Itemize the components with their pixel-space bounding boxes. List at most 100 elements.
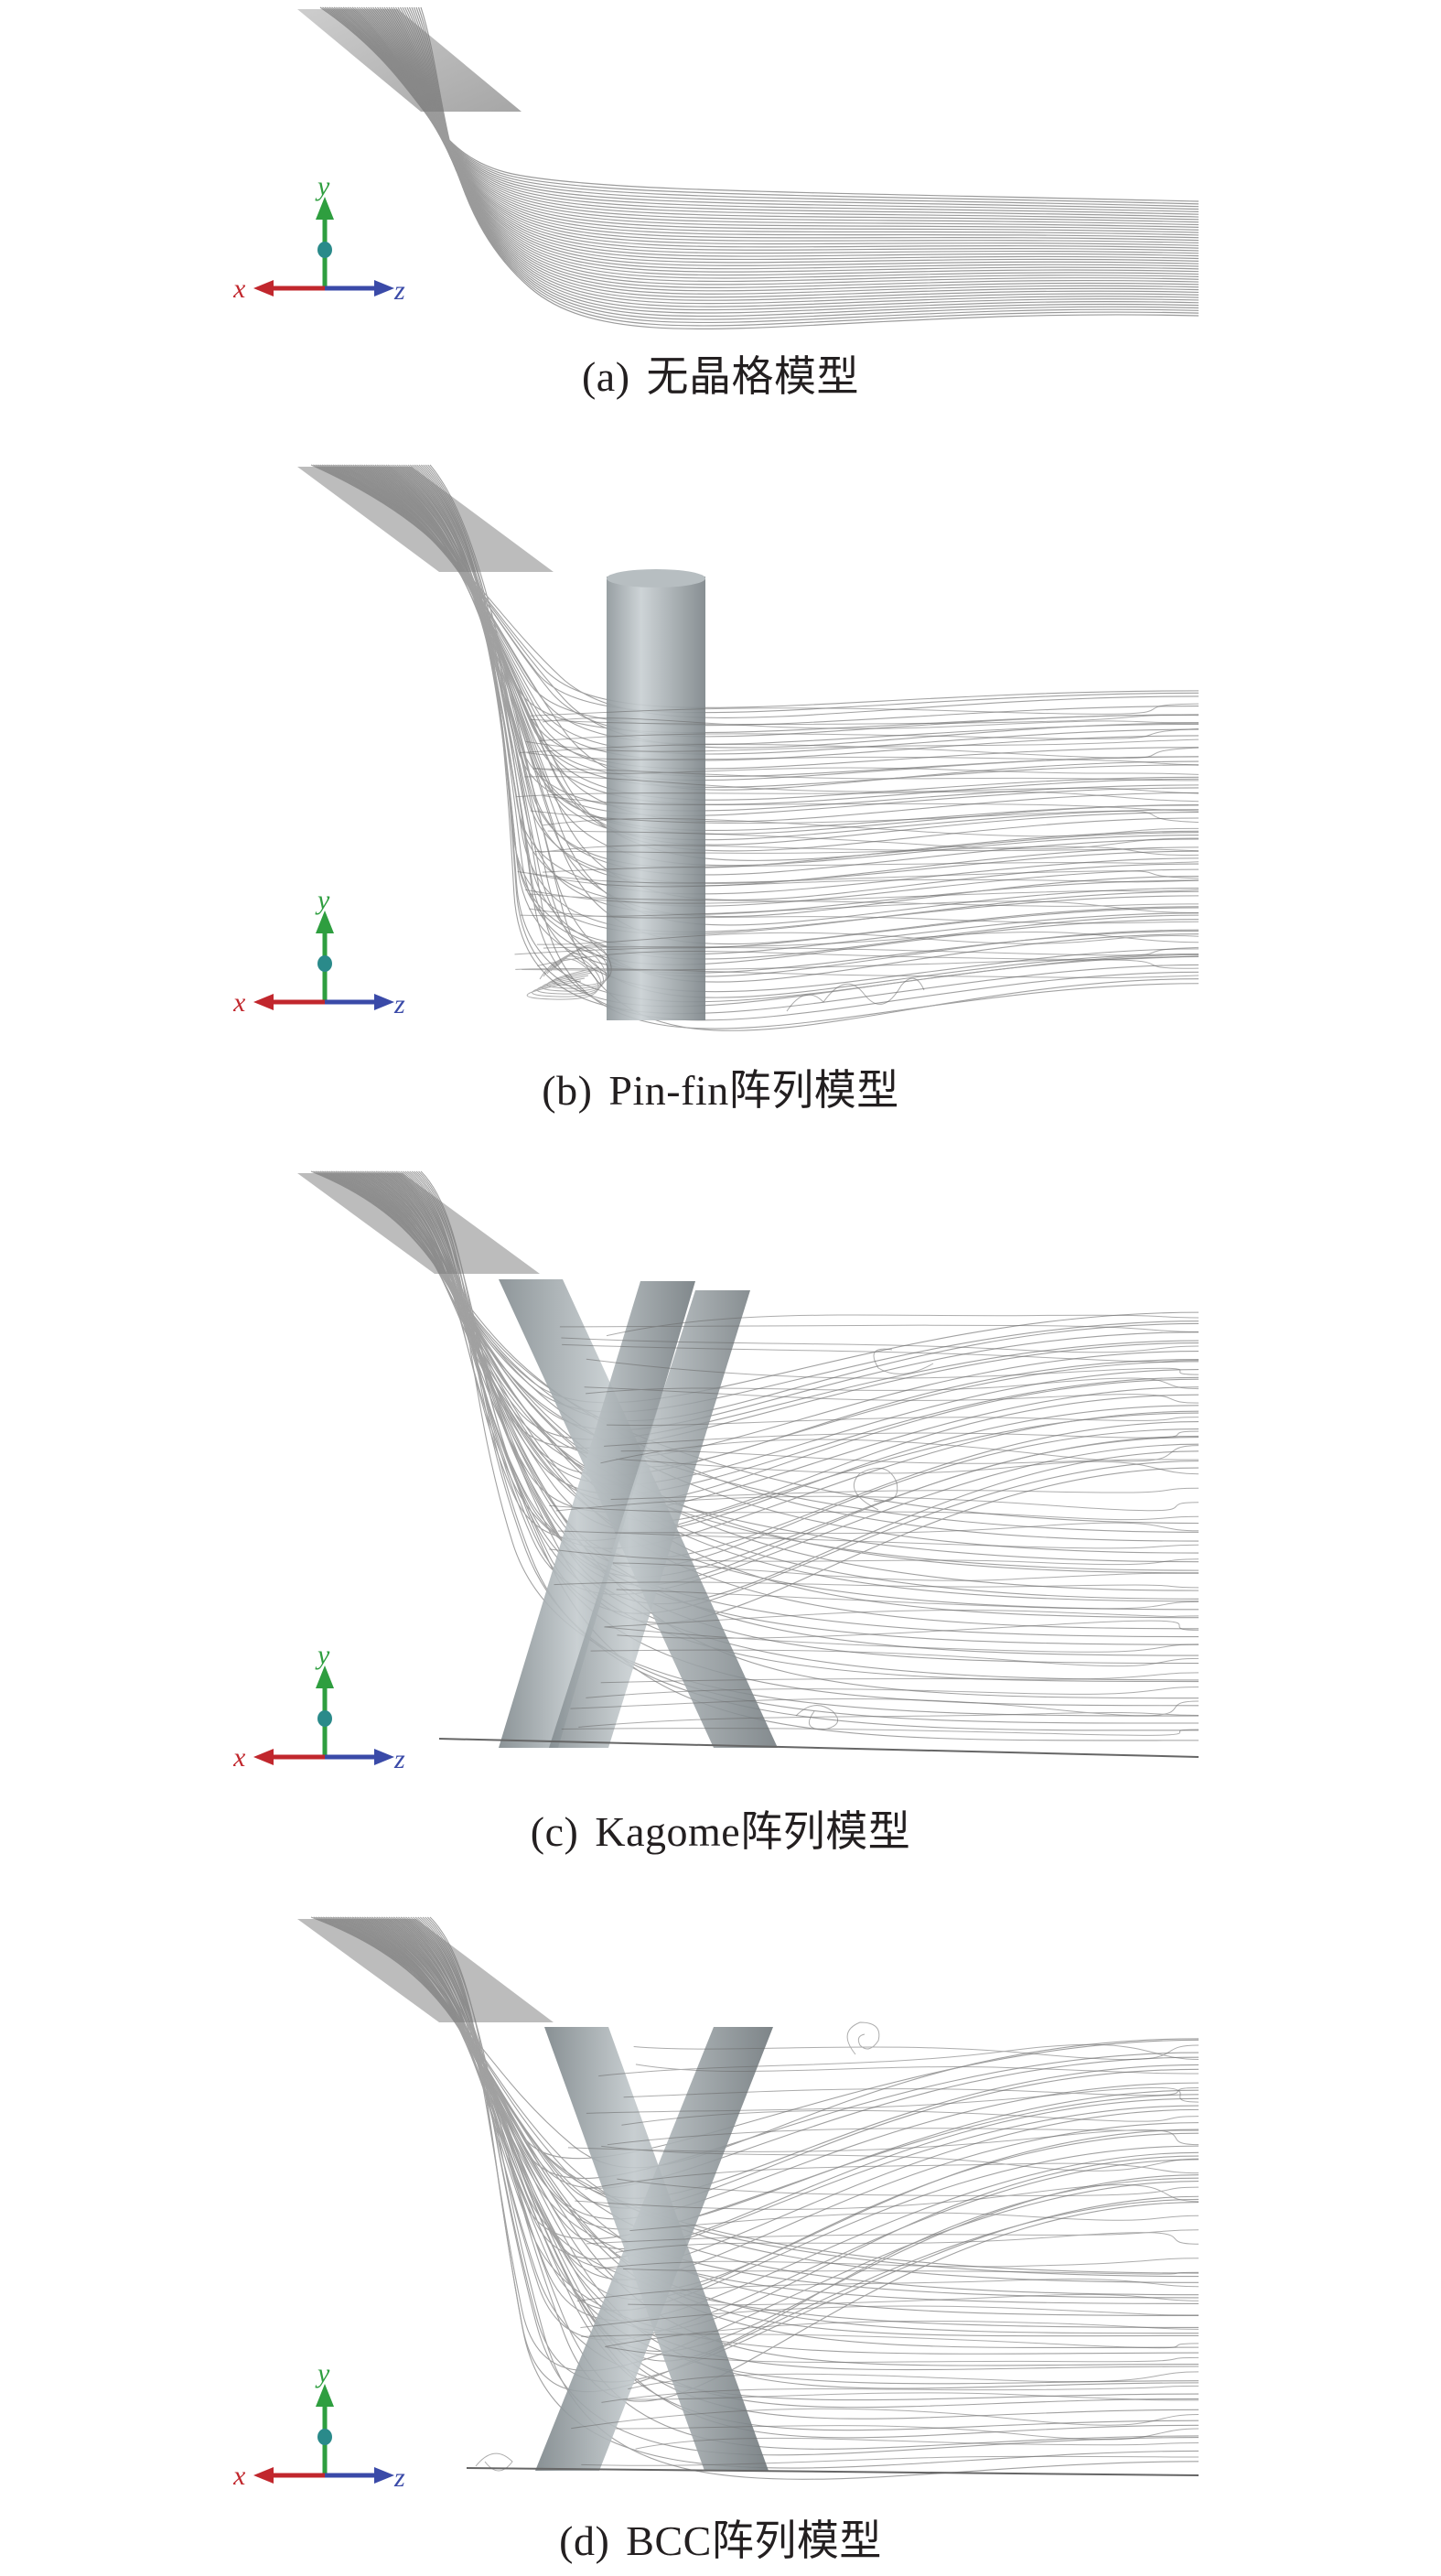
streamline: [391, 1916, 1199, 2401]
streamline: [552, 944, 612, 986]
streamline: [621, 2109, 1199, 2126]
streamline: [415, 6, 1199, 324]
streamline: [338, 1170, 1199, 1459]
streamline: [400, 1170, 1199, 1586]
streamline: [429, 464, 1199, 1031]
streamline: [417, 6, 1199, 327]
streamline: [786, 977, 925, 1012]
streamline: [580, 2305, 1199, 2329]
streamline: [411, 6, 1199, 318]
bcc-strut: [535, 2027, 773, 2471]
streamline: [542, 818, 1199, 837]
streamline: [423, 464, 1199, 1015]
streamline: [397, 6, 1199, 298]
streamline: [341, 464, 1199, 791]
streamline: [414, 1170, 1199, 1614]
streamline: [333, 1170, 1199, 1449]
streamline: [623, 2392, 1199, 2401]
streamline: [598, 2043, 1199, 2077]
panel-a: y x z (a)无晶格模型: [0, 0, 1441, 403]
streamline: [595, 2258, 1199, 2270]
streamline: [623, 2268, 1199, 2275]
streamline: [402, 6, 1199, 305]
streamline: [537, 950, 1199, 967]
streamline: [371, 1170, 1199, 1638]
streamline: [543, 717, 1199, 729]
streamline: [325, 1916, 1199, 2189]
streamline: [383, 464, 1199, 907]
streamline: [530, 703, 1199, 717]
streamline: [620, 1450, 1199, 1464]
streamline: [578, 1712, 1199, 1728]
caption-tag-c: (c): [530, 1808, 579, 1855]
axis-triad: y x z: [232, 169, 416, 320]
streamline: [616, 1589, 1199, 1610]
streamline: [586, 1377, 1199, 1395]
streamline: [350, 464, 1199, 817]
streamline: [384, 1170, 1199, 1665]
streamline: [359, 464, 1199, 841]
pin-fin-cylinder: [607, 577, 705, 1020]
streamline: [520, 900, 1199, 917]
streamline: [519, 743, 1199, 759]
streamline: [628, 2293, 1199, 2306]
streamline: [601, 2385, 1199, 2403]
streamline: [414, 464, 1199, 993]
streamline: [408, 6, 1199, 314]
caption-tag-d: (d): [559, 2517, 610, 2564]
streamline: [532, 768, 1199, 781]
streamline: [349, 1916, 1199, 2240]
streamline: [623, 2087, 1199, 2098]
streamline: [610, 1487, 1199, 1501]
streamline: [529, 893, 1199, 907]
kagome-strut: [549, 1290, 750, 1748]
streamline: [633, 2044, 1199, 2061]
streamline: [606, 1314, 1199, 1337]
streamline: [366, 1916, 1199, 2355]
streamline: [853, 1467, 898, 1511]
streamline: [376, 1916, 1199, 2371]
streamline: [546, 947, 609, 989]
streamline-render-kagome: [297, 1170, 1199, 1758]
streamline: [532, 955, 602, 997]
streamline: [543, 932, 1199, 949]
streamline: [534, 846, 1199, 856]
streamline: [549, 1504, 1199, 1521]
streamline: [600, 1672, 1199, 1684]
streamline: [425, 1916, 1199, 2469]
streamline: [425, 464, 1199, 1021]
caption-b: (b)Pin-fin阵列模型: [0, 1057, 1441, 1117]
streamline: [399, 6, 1199, 301]
caption-tag-b: (b): [542, 1067, 593, 1114]
streamline: [393, 6, 1199, 292]
streamline: [526, 752, 1199, 766]
streamline: [383, 6, 1199, 279]
streamline: [586, 2086, 1199, 2114]
streamline: [529, 908, 1199, 924]
streamline: [629, 2212, 1199, 2232]
streamline: [586, 1686, 1199, 1698]
streamline: [635, 2064, 1199, 2075]
streamline: [528, 872, 1199, 888]
streamline: [385, 1916, 1199, 2389]
streamline: [516, 791, 1199, 803]
streamline: [515, 968, 1199, 978]
streamline: [395, 1916, 1199, 2409]
streamline: [364, 1170, 1199, 1513]
streamline: [420, 6, 1199, 329]
streamline: [846, 2021, 880, 2055]
streamline: [536, 953, 604, 995]
streamline: [543, 861, 1199, 873]
streamline: [584, 1386, 1199, 1404]
streamline: [542, 950, 607, 992]
streamline: [605, 2320, 1199, 2347]
streamline-render-no-lattice: [297, 6, 1199, 329]
streamline: [386, 6, 1199, 283]
streamline: [585, 2162, 1199, 2190]
streamline: [539, 728, 1199, 742]
streamline: [607, 1417, 1199, 1426]
streamline-bundle: [310, 1170, 1199, 1741]
streamline: [389, 1170, 1199, 1681]
axis-label-y: y: [315, 1640, 330, 1670]
streamline: [554, 1581, 1199, 1589]
